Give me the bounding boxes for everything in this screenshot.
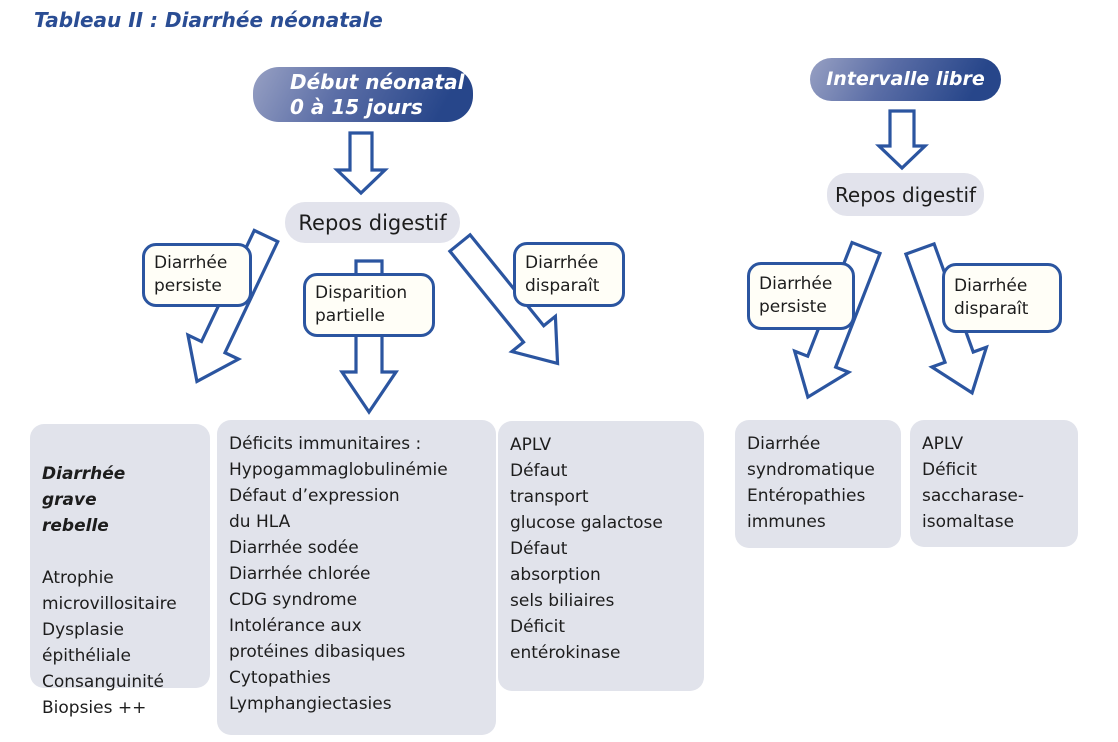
outcome-text: Atrophie microvillositaire Dysplasie épi… — [42, 568, 177, 718]
branch-box-disparition-partielle: Disparition partielle — [303, 273, 435, 337]
pill-repos-digestif-left: Repos digestif — [285, 202, 460, 243]
header-badge-debut-neonatal: Début néonatal 0 à 15 jours — [253, 67, 473, 122]
outcome-box-aplv-defaut-transport: APLV Défaut transport glucose galactose … — [498, 421, 704, 691]
outcome-box-aplv-saccharase: APLV Déficit saccharase- isomaltase — [910, 420, 1078, 547]
outcome-box-diarrhee-syndromatique: Diarrhée syndromatique Entéropathies imm… — [735, 420, 901, 548]
page-title: Tableau II : Diarrhée néonatale — [34, 8, 383, 32]
arrow-down-icon — [875, 109, 929, 171]
branch-box-diarrhee-disparait-right: Diarrhée disparaît — [942, 263, 1062, 333]
arrow-down-right-icon — [447, 232, 560, 366]
pill-repos-digestif-right: Repos digestif — [827, 173, 984, 216]
header-badge-intervalle-libre: Intervalle libre — [810, 58, 1001, 101]
outcome-box-diarrhee-grave-rebelle: Diarrhée grave rebelle Atrophie microvil… — [30, 424, 210, 718]
pill-label: Repos digestif — [834, 182, 977, 207]
branch-box-diarrhee-disparait-left: Diarrhée disparaît — [513, 242, 625, 307]
branch-box-diarrhee-persiste-left: Diarrhée persiste — [142, 243, 252, 307]
arrow-down-icon — [333, 131, 389, 196]
outcome-box-deficits-immunitaires: Déficits immunitaires : Hypogammaglobuli… — [217, 420, 496, 735]
branch-box-diarrhee-persiste-right: Diarrhée persiste — [747, 262, 855, 330]
pill-label: Repos digestif — [298, 210, 447, 235]
outcome-emphasis-text: Diarrhée grave rebelle — [42, 464, 126, 536]
